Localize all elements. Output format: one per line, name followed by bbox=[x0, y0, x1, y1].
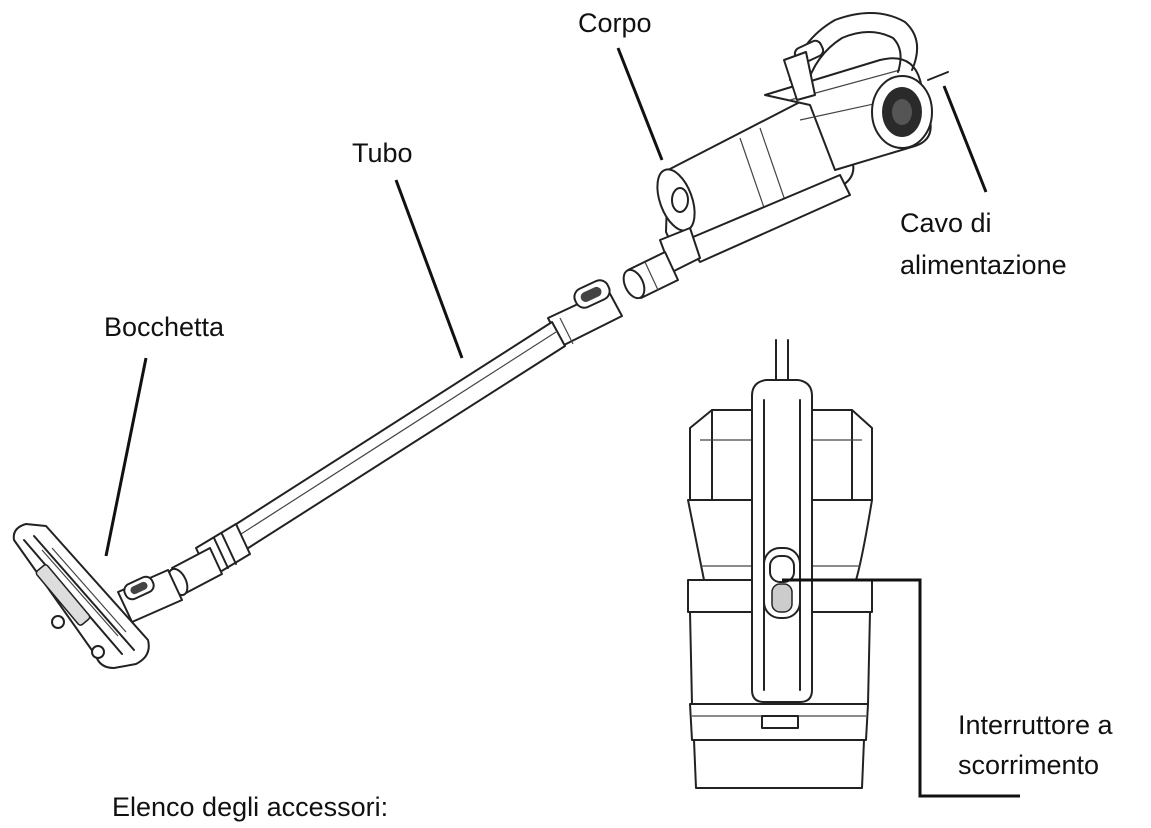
cable-label-line1: Cavo di bbox=[900, 208, 992, 238]
tube-label: Tubo bbox=[352, 138, 413, 168]
vacuum-body bbox=[656, 11, 949, 273]
cable-label-line2: alimentazione bbox=[900, 250, 1067, 280]
body-leader-line bbox=[616, 47, 664, 161]
accessories-caption: Elenco degli accessori: bbox=[112, 792, 389, 822]
nozzle-label: Bocchetta bbox=[104, 312, 225, 342]
switch-label-line1: Interruttore a bbox=[958, 710, 1113, 740]
nozzle-leader-line bbox=[104, 357, 148, 557]
switch-label-line2: scorrimento bbox=[958, 750, 1100, 780]
cable-leader-line bbox=[942, 85, 988, 193]
tube-leader-line bbox=[394, 179, 464, 359]
switch-detail-view bbox=[687, 339, 873, 789]
body-label: Corpo bbox=[578, 8, 652, 38]
vacuum-tube bbox=[167, 251, 679, 597]
switch-leader-line bbox=[782, 578, 1020, 798]
vacuum-nozzle bbox=[12, 523, 183, 669]
